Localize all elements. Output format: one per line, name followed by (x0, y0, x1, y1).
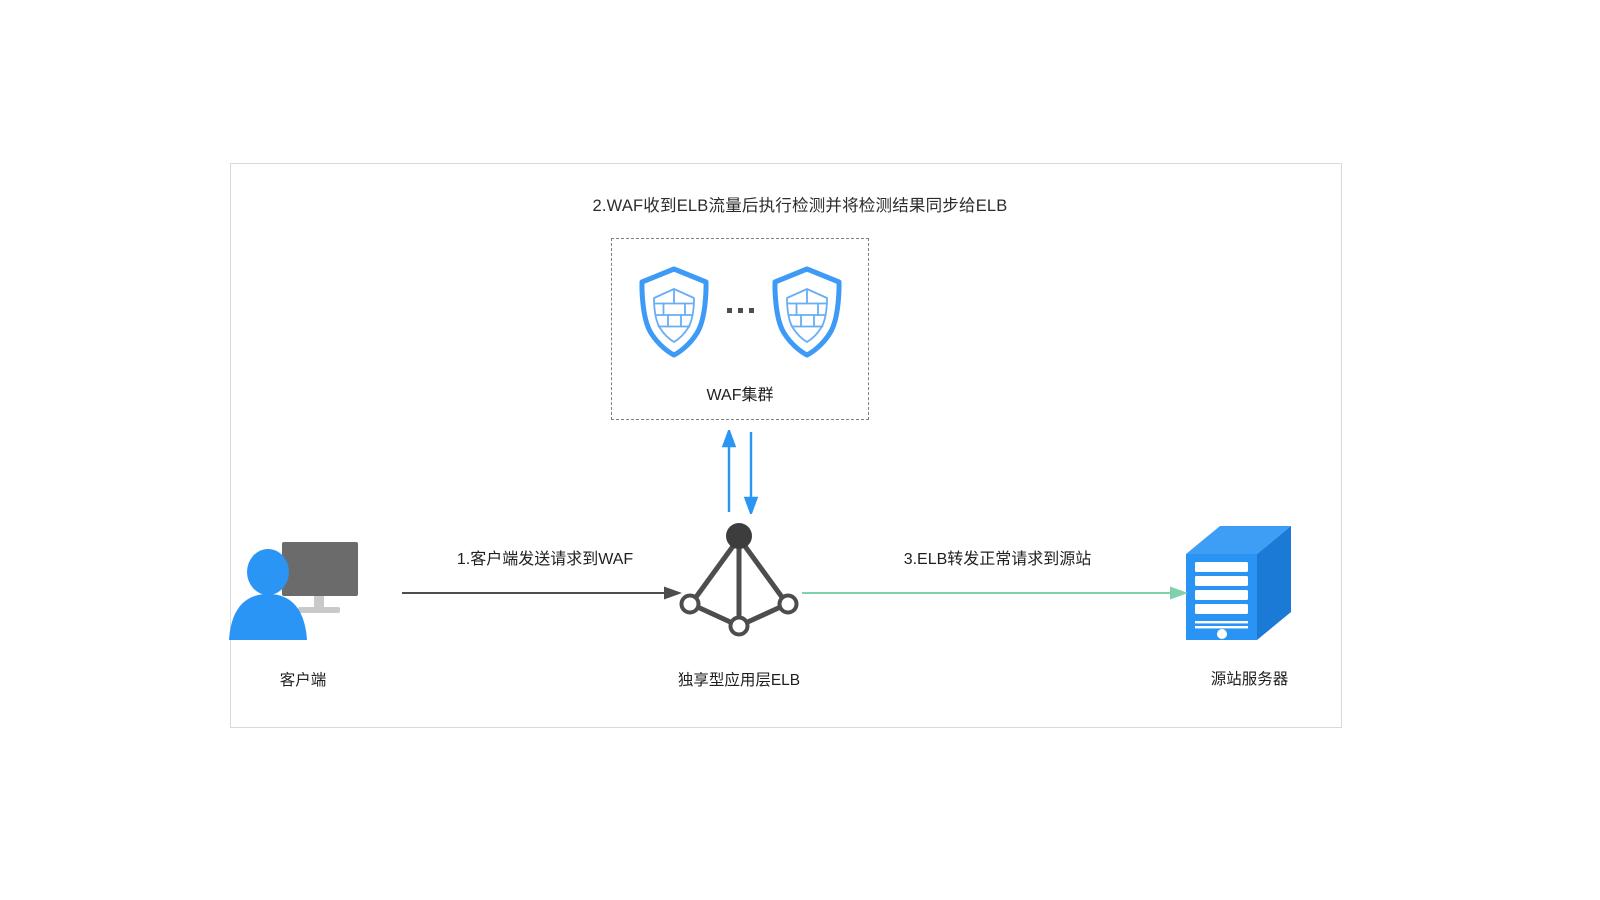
waf-elb-bidirectional-arrows (714, 427, 766, 517)
waf-cluster-label: WAF集群 (706, 387, 774, 404)
waf-cluster-box (611, 238, 869, 420)
ellipsis-icon (726, 307, 754, 313)
diagram-frame (230, 163, 1342, 728)
node-server-label: 源站服务器 (1210, 671, 1289, 688)
step-2-caption: 2.WAF收到ELB流量后执行检测并将检测结果同步给ELB (592, 197, 1008, 215)
waf-shield-icon (768, 265, 846, 359)
connection-client-to-elb (400, 578, 690, 608)
node-client-label: 客户端 (279, 672, 327, 689)
client-user-monitor-icon (228, 528, 378, 640)
node-elb-label: 独享型应用层ELB (677, 672, 801, 689)
waf-shield-icon (635, 265, 713, 359)
waf-shield-group (611, 262, 869, 362)
node-server[interactable]: 源站服务器 (1172, 520, 1327, 689)
connection-elb-to-server (800, 578, 1195, 608)
node-client[interactable]: 客户端 (228, 528, 378, 690)
elb-pyramid-icon (663, 520, 815, 642)
step-1-label: 1.客户端发送请求到WAF (456, 551, 634, 568)
step-3-label: 3.ELB转发正常请求到源站 (903, 551, 1092, 568)
origin-server-icon (1172, 520, 1327, 642)
node-elb[interactable]: 独享型应用层ELB (663, 520, 815, 690)
